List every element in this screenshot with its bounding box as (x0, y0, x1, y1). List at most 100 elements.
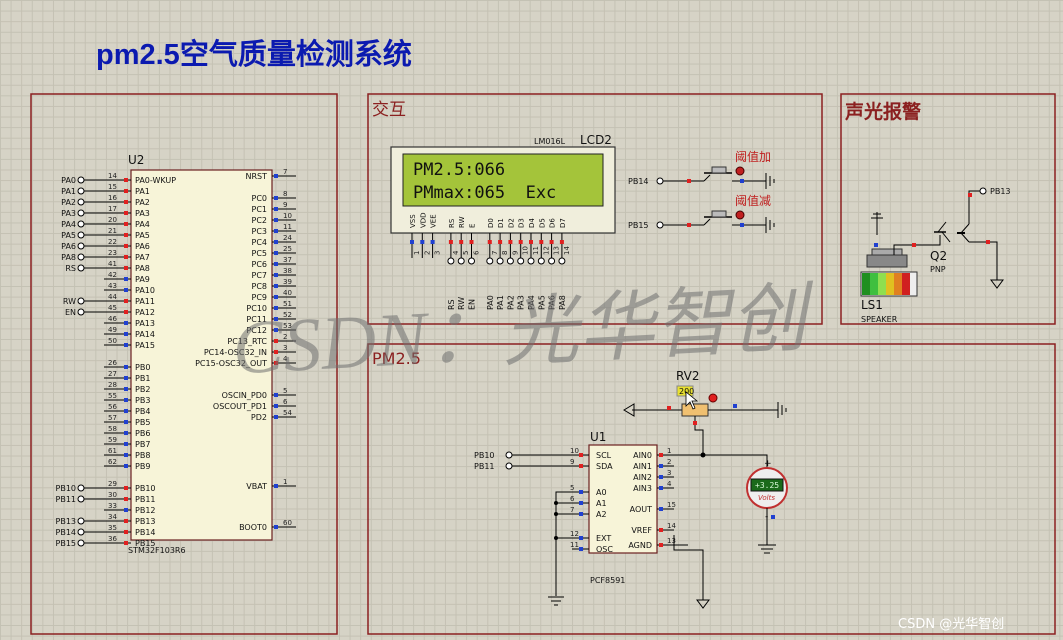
net-terminal[interactable] (517, 257, 525, 265)
net-terminal[interactable] (496, 257, 504, 265)
net-terminal[interactable] (77, 198, 85, 206)
lcd-pin-D1[interactable]: D18 (496, 218, 509, 265)
net-terminal[interactable] (77, 484, 85, 492)
net-terminal[interactable] (77, 495, 85, 503)
net-terminal[interactable] (77, 176, 85, 184)
net-terminal[interactable] (77, 187, 85, 195)
net-terminal[interactable] (506, 257, 514, 265)
net-terminal[interactable] (486, 257, 494, 265)
lcd-pin-D2[interactable]: D29 (506, 218, 519, 265)
net-terminal[interactable] (77, 231, 85, 239)
net-terminal[interactable] (505, 462, 513, 470)
alarm-circuit[interactable]: LS1 SPEAKER Q2 PNP PB13 (860, 187, 1011, 324)
lcd-pin-RS[interactable]: RS4 (447, 218, 460, 265)
net-terminal[interactable] (457, 257, 465, 265)
lcd-pin-E[interactable]: E6 (468, 224, 481, 265)
potentiometer-rv2[interactable]: RV2 200 (623, 369, 787, 470)
net-terminal[interactable] (979, 187, 987, 195)
button-press-icon[interactable] (735, 166, 745, 176)
net-terminal[interactable] (527, 257, 535, 265)
net-terminal[interactable] (77, 308, 85, 316)
net-terminal[interactable] (656, 221, 664, 229)
net-terminal[interactable] (77, 209, 85, 217)
pot-adjust-icon[interactable] (708, 393, 718, 403)
net-terminal[interactable] (558, 257, 566, 265)
lcd-pin-RW[interactable]: RW5 (457, 216, 470, 265)
net-terminal[interactable] (77, 242, 85, 250)
net-terminal[interactable] (468, 257, 475, 265)
net-terminal[interactable] (447, 257, 455, 265)
net-terminal[interactable] (77, 220, 85, 228)
net-terminal[interactable] (77, 517, 85, 525)
net-terminal[interactable] (77, 539, 85, 547)
lcd-lcd2[interactable]: LM016L LCD2 PM2.5:066 PMmax:065 Exc VSS1… (390, 133, 616, 310)
net-terminal[interactable] (77, 264, 85, 272)
lcd-pin-D0[interactable]: D07 (486, 218, 499, 265)
voltmeter[interactable]: +3.25 Volts + - (746, 459, 788, 554)
net-terminal[interactable] (77, 297, 85, 305)
